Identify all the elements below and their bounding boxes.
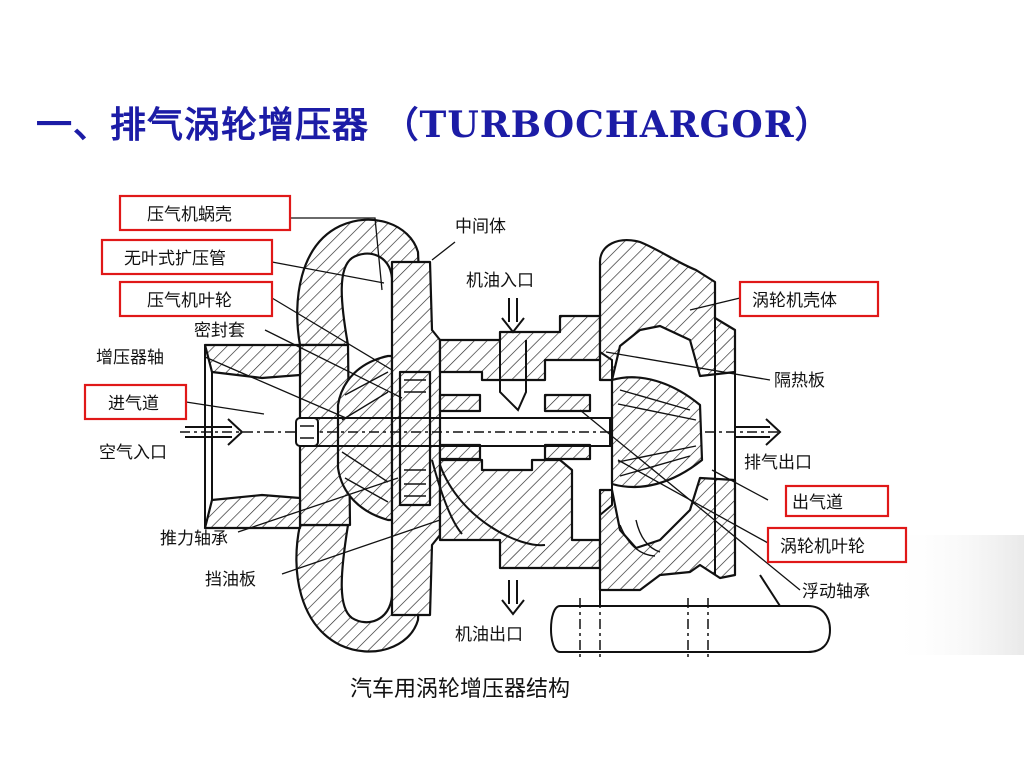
mounting-flange-bolts — [579, 598, 709, 660]
label-air-inlet: 空气入口 — [99, 443, 167, 463]
thrust-bearing-block — [398, 370, 432, 507]
flange-support — [599, 574, 781, 607]
label-compressor-wheel: 压气机叶轮 — [147, 291, 232, 311]
oil-inlet-arrow — [501, 298, 525, 334]
leader-lines — [185, 217, 801, 591]
oil-inlet-passage — [499, 340, 527, 412]
label-turbo-shaft: 增压器轴 — [96, 348, 164, 368]
center-housing-lower — [438, 458, 602, 570]
label-turbine-housing: 涡轮机壳体 — [752, 291, 837, 311]
center-housing-cavity — [439, 464, 546, 547]
shaft-nut-detail — [300, 425, 314, 439]
label-exhaust-outlet: 排气出口 — [744, 453, 812, 473]
label-air-intake-duct: 进气道 — [108, 394, 159, 414]
label-floating-bearing: 浮动轴承 — [802, 582, 870, 602]
turbine-wheel — [610, 376, 704, 489]
label-oil-deflector: 挡油板 — [205, 570, 256, 590]
box-turbine-housing — [738, 280, 880, 318]
label-center-housing: 中间体 — [455, 217, 506, 237]
label-turbine-wheel: 涡轮机叶轮 — [780, 537, 865, 557]
compressor-housing-wall — [298, 343, 352, 527]
box-compressor-housing — [118, 194, 292, 232]
air-inlet-arrow — [185, 418, 244, 446]
intake-duct-upper — [203, 343, 302, 380]
label-compressor-housing: 压气机蜗壳 — [147, 205, 232, 225]
label-heat-shield: 隔热板 — [774, 371, 825, 391]
thrust-bearing-details — [404, 379, 426, 497]
box-vaneless-diffuser — [100, 238, 274, 276]
box-compressor-wheel — [118, 280, 274, 318]
oil-deflector — [431, 459, 463, 535]
center-housing-upper — [438, 314, 602, 382]
box-turbine-wheel — [766, 526, 908, 564]
turbine-housing-upper — [598, 239, 737, 382]
floating-bearing-compressor-lower — [438, 443, 482, 461]
exhaust-outlet-arrow — [735, 418, 782, 446]
floating-bearing-compressor-side — [438, 393, 482, 413]
label-thrust-bearing: 推力轴承 — [160, 529, 228, 549]
floating-bearing-turbine-side — [543, 393, 592, 413]
compressor-blades — [341, 371, 389, 503]
label-oil-inlet: 机油入口 — [466, 271, 534, 291]
intake-duct-lower — [203, 493, 302, 530]
box-air-intake-duct — [83, 383, 188, 421]
turbine-outlet-wall — [714, 318, 736, 575]
label-seal-sleeve: 密封套 — [194, 321, 245, 341]
label-exhaust-duct: 出气道 — [792, 493, 843, 513]
label-oil-outlet: 机油出口 — [455, 625, 523, 645]
diagram-caption: 汽车用涡轮增压器结构 — [350, 677, 570, 702]
mounting-flange — [550, 605, 832, 653]
compressor-volute-lower — [295, 523, 422, 653]
turbine-blade-tips — [619, 519, 661, 557]
background-fade — [890, 535, 1024, 655]
compressor-volute-upper — [296, 218, 422, 347]
label-vaneless-diffuser: 无叶式扩压管 — [124, 249, 226, 269]
floating-bearing-turbine-lower — [543, 443, 592, 461]
heat-shield — [599, 351, 613, 516]
shaft-nut — [295, 417, 319, 447]
slide-title: 一、排气涡轮增压器 （TURBOCHARGOR） — [36, 104, 832, 146]
turbine-blades — [617, 389, 697, 477]
box-exhaust-duct — [784, 484, 890, 518]
oil-outlet-arrow — [501, 580, 525, 616]
